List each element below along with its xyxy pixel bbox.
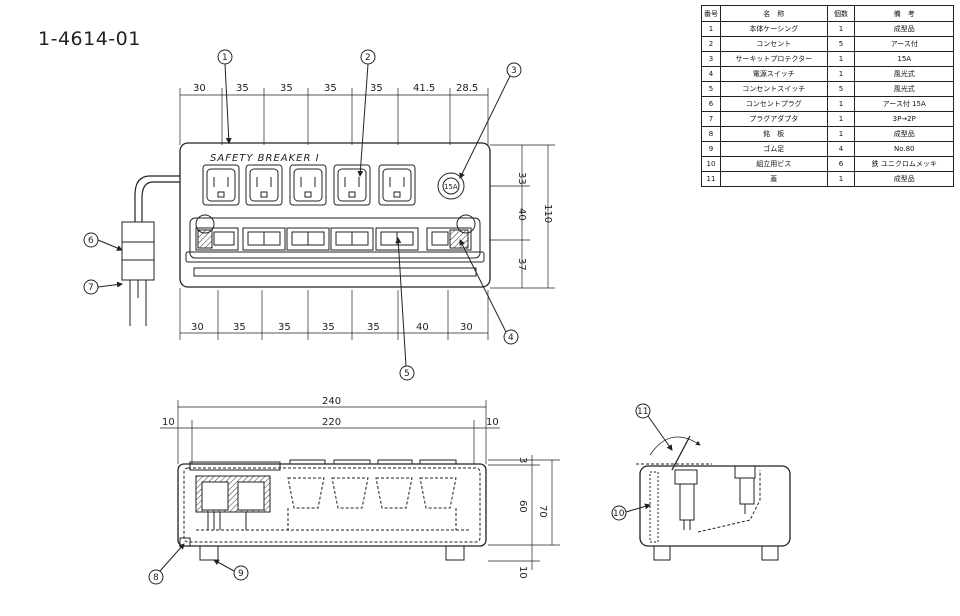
callout-11: 11 [637, 407, 648, 417]
outlet [378, 164, 416, 206]
dim-label: 30 [460, 322, 473, 333]
dim-label: 10 [486, 417, 499, 428]
side-callouts: 11 10 [611, 403, 673, 521]
outlet-switch [242, 227, 286, 251]
top-dimension-lines [179, 88, 555, 340]
dim-label: 35 [278, 322, 291, 333]
dim-label: 30 [193, 83, 206, 94]
callout-8: 8 [153, 573, 159, 583]
front-body-outline [177, 463, 487, 547]
part-number: 2 [701, 36, 721, 52]
rubber-foot [653, 545, 671, 561]
dim-label: 35 [236, 83, 249, 94]
side-body-outline [639, 465, 791, 547]
outlet-switch [330, 227, 374, 251]
document-id: 1-4614-01 [38, 28, 141, 50]
nameplate-text: SAFETY BREAKER I [210, 153, 320, 164]
front-view: 240 220 10 10 3 60 70 10 [148, 396, 560, 585]
part-name: 蓋 [720, 171, 828, 187]
outlet-switch [375, 227, 419, 251]
dim-label: 60 [517, 500, 528, 513]
callout-4: 4 [508, 333, 514, 343]
callout-1: 1 [222, 53, 228, 63]
outlet [202, 164, 240, 206]
dim-label: 40 [516, 208, 527, 221]
switch-panel [189, 217, 481, 259]
outlet-switch [286, 227, 330, 251]
outlet [245, 164, 283, 206]
part-number: 11 [701, 171, 721, 187]
dim-label: 40 [416, 322, 429, 333]
part-remarks: 成型品 [854, 171, 954, 187]
dim-label: 35 [367, 322, 380, 333]
dim-label: 10 [162, 417, 175, 428]
outlet-switch [426, 227, 472, 251]
top-callouts: 1 2 3 4 5 6 7 [83, 49, 522, 381]
callout-7: 7 [88, 283, 94, 293]
dim-label: 10 [517, 566, 528, 579]
lid-open [671, 435, 691, 471]
dim-label: 35 [233, 322, 246, 333]
circuit-protector [437, 172, 465, 200]
outlet [333, 164, 371, 206]
callout-6: 6 [88, 236, 94, 246]
dim-label: 35 [322, 322, 335, 333]
dim-label: 240 [322, 396, 341, 407]
dim-label: 41.5 [413, 83, 435, 94]
dim-label: 35 [324, 83, 337, 94]
part-qty: 1 [826, 171, 856, 187]
callout-5: 5 [404, 369, 410, 379]
power-cord [134, 175, 180, 222]
main-body-outline [179, 142, 491, 288]
top-view: 30 35 35 35 35 41.5 28.5 30 35 35 35 35 … [83, 49, 555, 381]
top-dimension-labels: 30 35 35 35 35 41.5 28.5 30 35 35 35 35 … [191, 83, 553, 333]
breaker-rating: 15A [444, 183, 458, 191]
outlet [289, 164, 327, 206]
front-callouts: 8 9 [148, 543, 249, 585]
rubber-foot [199, 545, 219, 561]
dim-label: 110 [542, 204, 553, 223]
dim-label: 35 [280, 83, 293, 94]
power-switch [195, 227, 239, 251]
switch-cap [189, 461, 281, 471]
dim-label: 220 [322, 417, 341, 428]
part-number: 3 [701, 51, 721, 67]
dim-label: 30 [191, 322, 204, 333]
outlet-row [202, 164, 416, 206]
dim-label: 35 [370, 83, 383, 94]
side-view: 11 10 [611, 403, 791, 561]
outlet-sections [196, 477, 470, 531]
dim-label: 70 [537, 505, 548, 518]
callout-9: 9 [238, 569, 244, 579]
dim-label: 28.5 [456, 83, 478, 94]
part-number: 7 [701, 111, 721, 127]
callout-2: 2 [365, 53, 371, 63]
dim-label: 3 [517, 457, 528, 463]
callout-10: 10 [613, 509, 625, 519]
plug-body [121, 221, 155, 281]
dim-label: 33 [516, 172, 527, 185]
front-dimension-lines [160, 400, 560, 570]
rubber-foot [761, 545, 779, 561]
part-remarks: アース付 15A [854, 96, 954, 112]
front-dimension-labels: 240 220 10 10 3 60 70 10 [162, 396, 548, 579]
rubber-foot [445, 545, 465, 561]
callout-3: 3 [511, 66, 517, 76]
switch-row [195, 227, 472, 251]
dim-label: 37 [516, 258, 527, 271]
